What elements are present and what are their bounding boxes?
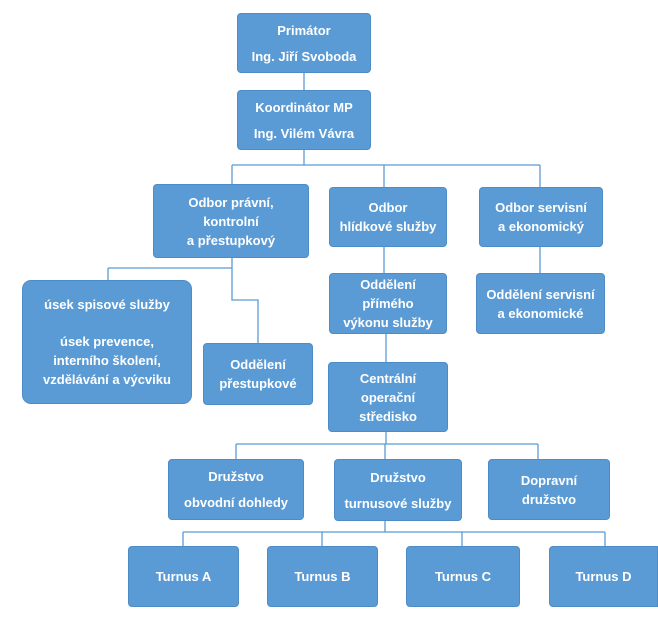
node-oddeleni-primeho-line-1: Oddělení [360,277,416,292]
node-oddeleni-primeho-line-3: výkonu služby [343,315,433,330]
node-druzstvo-turnusove-line-2: turnusové služby [344,495,452,511]
node-odbor-hlidkove-line-1: Odbor [368,200,408,215]
node-primator-line-1: Primátor [277,22,331,38]
node-druzstvo-turnusove-line-1: Družstvo [370,469,426,485]
node-oddeleni-prestupkove: Oddělení přestupkové [203,343,313,405]
node-druzstvo-obvodni-line-2: obvodní dohledy [184,495,288,510]
node-oddeleni-servisni-line-2: a ekonomické [497,305,584,321]
node-druzstvo-turnusove: Družstvo turnusové služby [334,459,462,521]
edge-koordinator-odbory [231,150,541,187]
node-oddeleni-prestupkove-line-1: Oddělení [230,357,286,372]
node-primator: Primátor Ing. Jiří Svoboda [237,13,371,73]
node-dopravni-line-2: družstvo [521,491,577,507]
node-koordinator-line-1: Koordinátor MP [255,99,353,115]
node-usek: úsek spisové služby úsek prevence, inter… [22,280,192,404]
node-turnus-b-line-1: Turnus B [294,569,351,584]
node-odbor-pravni-line-1: Odbor právní, [188,194,274,210]
node-oddeleni-servisni: Oddělení servisní a ekonomické [476,273,605,334]
node-oddeleni-primeho: Oddělení přímého výkonu služby [329,273,447,334]
node-primator-line-2: Ing. Jiří Svoboda [251,48,357,64]
node-turnus-b: Turnus B [267,546,378,607]
node-druzstvo-obvodni-line-1: Družstvo [208,469,264,484]
node-centralni-line-3: středisko [359,408,417,424]
node-turnus-a-line-1: Turnus A [155,569,212,584]
node-odbor-pravni-line-2: kontrolní [203,213,259,229]
node-turnus-c: Turnus C [406,546,520,607]
node-oddeleni-servisni-line-1: Oddělení servisní [486,286,595,302]
node-odbor-hlidkove-line-2: hlídkové služby [339,219,437,234]
edge-odbor-pravni-children [107,258,259,343]
node-druzstvo-obvodni: Družstvo obvodní dohledy [168,459,304,520]
node-odbor-pravni-line-3: a přestupkový [186,232,276,248]
node-turnus-c-line-1: Turnus C [434,569,492,584]
node-centralni: Centrální operační středisko [328,362,448,432]
node-odbor-hlidkove: Odbor hlídkové služby [329,187,447,247]
node-turnus-d: Turnus D [549,546,658,607]
edge-turnusove-turnusy [182,521,606,546]
node-turnus-a: Turnus A [128,546,239,607]
node-dopravni: Dopravní družstvo [488,459,610,520]
node-odbor-pravni: Odbor právní, kontrolní a přestupkový [153,184,309,258]
node-usek-line-2: úsek prevence, [60,334,154,349]
node-centralni-line-1: Centrální [359,370,417,386]
node-centralni-line-2: operační [360,389,416,405]
node-oddeleni-primeho-line-2: přímého [362,296,414,311]
node-odbor-servisni: Odbor servisní a ekonomický [479,187,603,247]
node-oddeleni-prestupkove-line-2: přestupkové [219,376,297,391]
node-odbor-servisni-line-1: Odbor servisní [495,200,587,215]
node-usek-line-3: interního školení, [53,353,161,368]
node-dopravni-line-1: Dopravní [520,472,578,488]
node-odbor-servisni-line-2: a ekonomický [498,219,584,234]
node-koordinator-line-2: Ing. Vilém Vávra [253,125,355,141]
node-koordinator: Koordinátor MP Ing. Vilém Vávra [237,90,371,150]
node-turnus-d-line-1: Turnus D [575,569,632,584]
node-usek-line-1: úsek spisové služby [44,297,170,312]
edge-centralni-druzstva [235,432,539,459]
node-usek-line-4: vzdělávání a výcviku [43,372,171,387]
